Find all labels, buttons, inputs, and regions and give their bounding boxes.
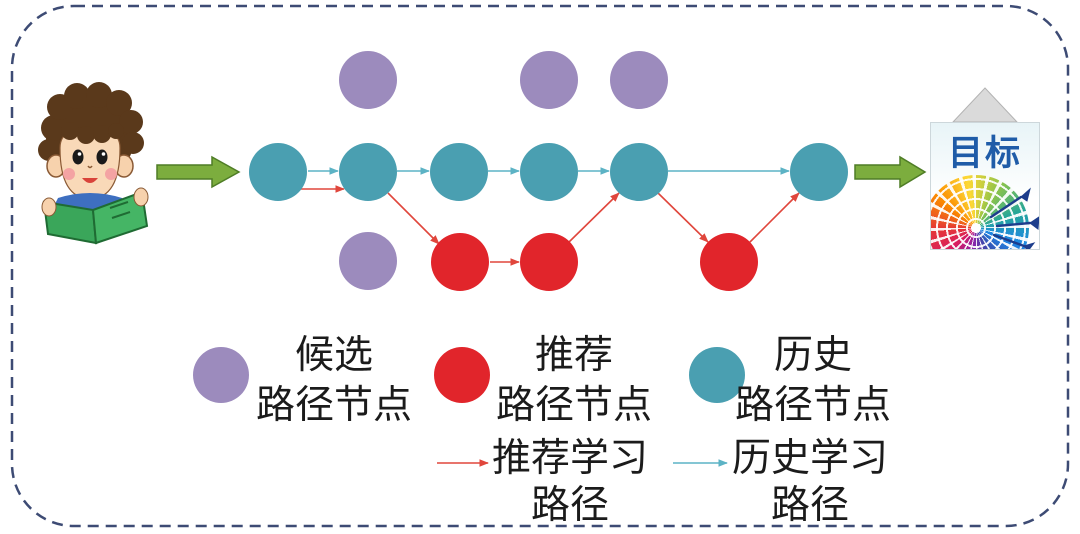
dashed-border — [10, 4, 1070, 528]
recommended-edge — [657, 192, 709, 243]
legend-recommended-path-line1: 推荐学习 — [492, 436, 648, 481]
legend: 候选 路径节点 推荐 路径节点 历史 路径节点 推荐学习 路径 历史学习 路径 — [193, 333, 891, 528]
history-node — [249, 143, 307, 201]
history-node — [610, 143, 668, 201]
legend-recommended-swatch — [434, 347, 490, 403]
learner-to-path-arrow-icon — [156, 155, 241, 189]
darts-icon — [989, 187, 1039, 249]
path-to-goal-arrow-icon — [854, 155, 927, 189]
recommended-node — [700, 233, 758, 291]
candidate-node — [520, 51, 578, 109]
recommended-edge — [387, 192, 440, 245]
legend-recommended-path-line2: 路径 — [531, 483, 609, 528]
history-node — [790, 143, 848, 201]
legend-history-path-line2: 路径 — [771, 483, 849, 528]
goal-frame: 目标 — [930, 122, 1040, 250]
recommended-node — [431, 233, 489, 291]
recommended-edge — [567, 192, 620, 244]
history-node — [430, 143, 488, 201]
legend-candidate-swatch — [193, 347, 249, 403]
legend-history-line1: 历史 — [774, 333, 852, 378]
candidate-node — [610, 51, 668, 109]
goal-frame-hanger — [951, 87, 1019, 123]
legend-recommended-line1: 推荐 — [535, 333, 613, 378]
candidate-node — [339, 51, 397, 109]
goal-label: 目标 — [947, 134, 1022, 174]
history-node — [339, 143, 397, 201]
recommended-edge — [749, 192, 800, 243]
recommended-node — [520, 233, 578, 291]
candidate-node — [339, 232, 397, 290]
legend-history-path-line1: 历史学习 — [732, 436, 888, 481]
legend-recommended-line2: 路径节点 — [496, 383, 652, 428]
student-reading-icon — [38, 82, 149, 245]
legend-history-line2: 路径节点 — [735, 383, 891, 428]
legend-history-swatch — [689, 347, 745, 403]
legend-candidate-line2: 路径节点 — [256, 383, 412, 428]
legend-candidate-line1: 候选 — [295, 333, 373, 378]
history-node — [520, 143, 578, 201]
